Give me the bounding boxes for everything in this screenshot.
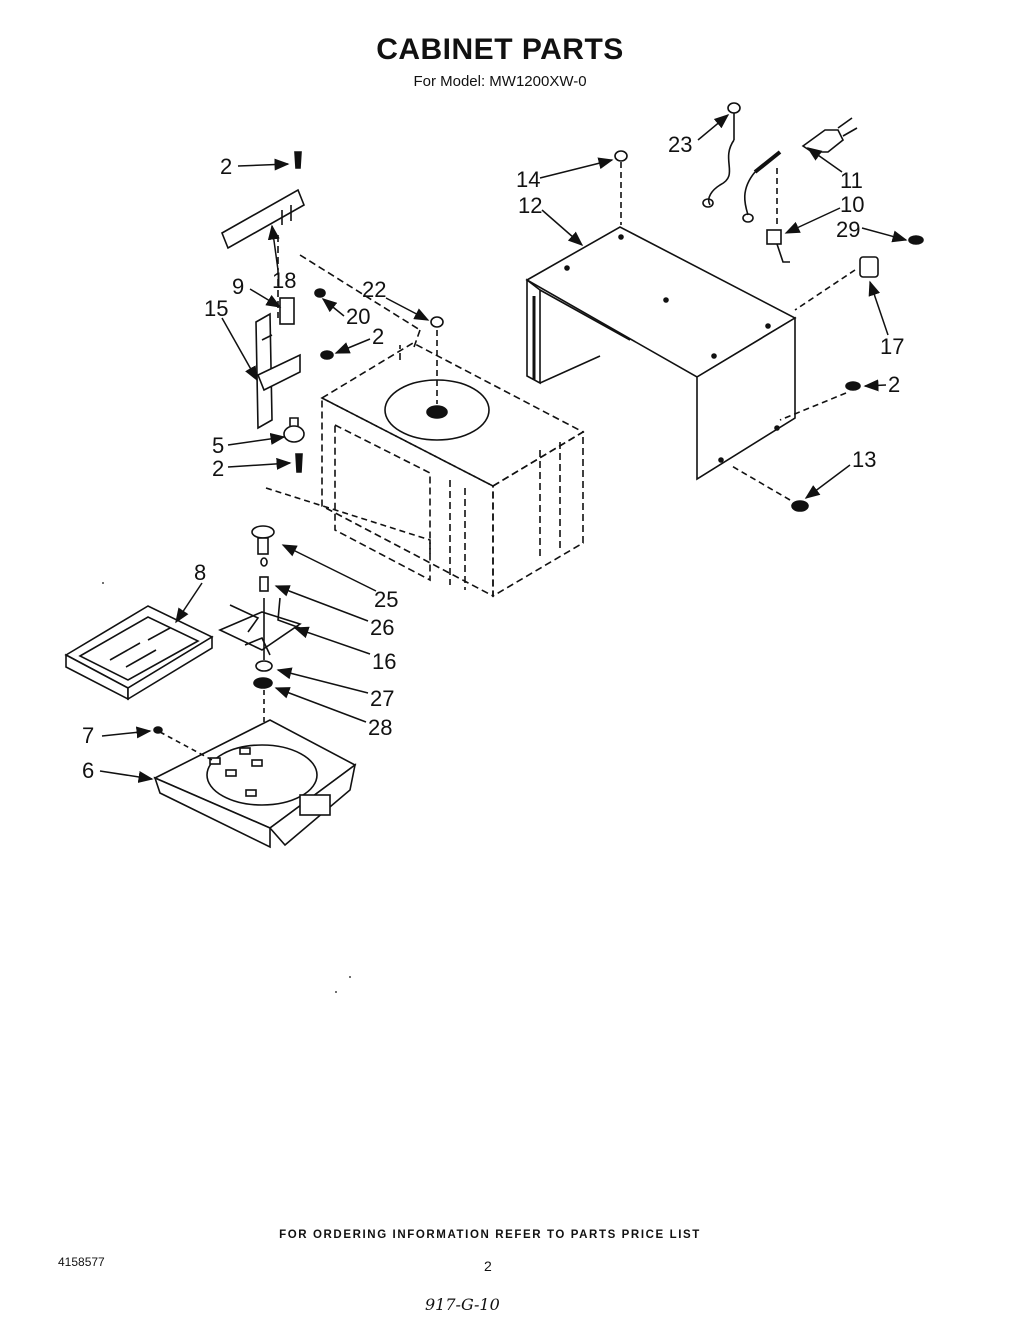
callout-25: 25: [374, 587, 398, 612]
page-title: CABINET PARTS: [376, 33, 624, 66]
leader-lines: [99, 114, 908, 783]
callout-7: 7: [82, 723, 94, 748]
power-cord-part: [702, 117, 879, 311]
callout-13: 13: [852, 447, 876, 472]
callout-10: 10: [840, 192, 864, 217]
handwritten-note: 917-G-10: [425, 1295, 500, 1314]
callout-15: 15: [204, 296, 228, 321]
base-shield-part: [153, 719, 357, 849]
hinge-assembly-part: [220, 188, 421, 443]
callout-20: 20: [346, 304, 370, 329]
stirrer-assembly-part: [218, 487, 431, 725]
callout-27: 27: [370, 686, 394, 711]
callout-labels: 2 18 9 15 20 2 22 5 2 23 14 12 11 10 29 …: [82, 132, 904, 783]
callout-28: 28: [368, 715, 392, 740]
screw-7-part: [153, 726, 163, 734]
callout-14: 14: [516, 167, 540, 192]
callout-11: 11: [840, 168, 863, 193]
callout-18: 18: [272, 268, 296, 293]
oven-cavity-part: [320, 342, 585, 598]
callout-6: 6: [82, 758, 94, 783]
callout-12: 12: [518, 193, 542, 218]
glass-tray-part: [64, 605, 214, 701]
callout-5: 5: [212, 433, 224, 458]
screw-parts: [294, 102, 924, 512]
callout-2-cabinet: 2: [888, 372, 900, 397]
callout-17: 17: [880, 334, 904, 359]
callout-16: 16: [372, 649, 396, 674]
turntable-drive-disc-part: [384, 330, 490, 441]
callout-2-hinge: 2: [372, 324, 384, 349]
callout-8: 8: [194, 560, 206, 585]
callout-9: 9: [232, 274, 244, 299]
document-number: 4158577: [58, 1255, 105, 1269]
callout-23: 23: [668, 132, 692, 157]
model-subtitle: For Model: MW1200XW-0: [413, 73, 587, 90]
callout-2: 2: [220, 154, 232, 179]
page-number: 2: [484, 1258, 492, 1274]
callout-26: 26: [370, 615, 394, 640]
scan-specks: [102, 582, 351, 993]
ordering-note: FOR ORDERING INFORMATION REFER TO PARTS …: [279, 1229, 701, 1241]
callout-22: 22: [362, 277, 386, 302]
callout-2-lower: 2: [212, 456, 224, 481]
cabinet-wrapper-part: [525, 226, 797, 481]
callout-29: 29: [836, 217, 860, 242]
